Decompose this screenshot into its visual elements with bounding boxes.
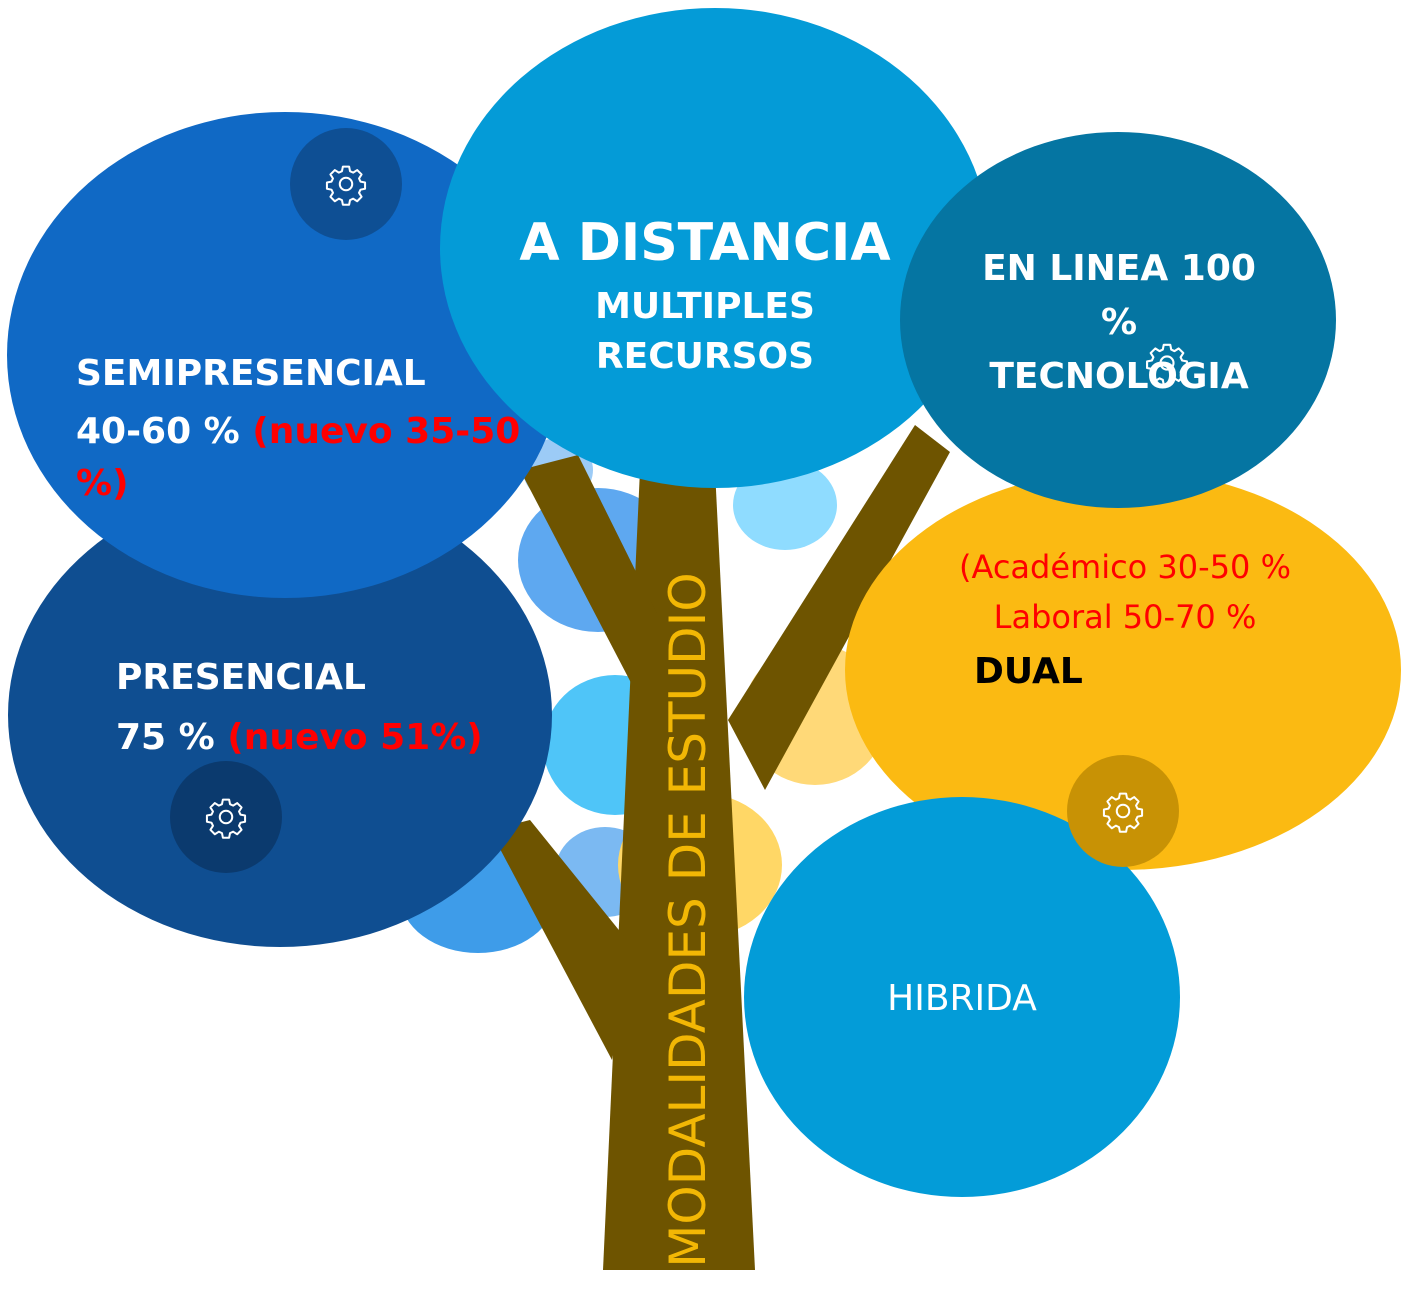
dual-note-laboral: Laboral 50-70 % <box>993 598 1257 636</box>
gear-badge-semipresencial <box>290 128 402 240</box>
bubble-hibrida <box>744 797 1180 1197</box>
bubble-presencial <box>8 483 552 947</box>
dual-title: DUAL <box>974 651 1083 692</box>
bubble-semipresencial <box>7 112 563 598</box>
gear-icon <box>1146 343 1188 386</box>
en-linea-line3: TECNOLOGIA <box>989 356 1249 397</box>
branch-upper-right <box>728 425 950 790</box>
en-linea-line1: EN LINEA 100 <box>982 248 1256 289</box>
hibrida-title: HIBRIDA <box>887 978 1037 1019</box>
distancia-line1: MULTIPLES <box>595 286 815 327</box>
distancia-title: A DISTANCIA <box>519 213 891 273</box>
gear-icon <box>205 798 247 839</box>
distancia-text: A DISTANCIA MULTIPLES RECURSOS <box>505 210 905 382</box>
branch-upper-left <box>520 455 660 700</box>
presencial-value: 75 % <box>116 717 215 758</box>
semipresencial-value-line: 40-60 % (nuevo 35-50 <box>76 403 520 461</box>
gear-icon <box>325 165 367 206</box>
bubble-distancia <box>440 8 990 488</box>
dual-note-academico: (Académico 30-50 % <box>959 548 1291 586</box>
bubble-en-linea <box>900 132 1336 508</box>
presencial-note: (nuevo 51%) <box>227 717 483 758</box>
semipresencial-note-end: %) <box>76 463 129 504</box>
gear-badge-dual <box>1067 755 1179 867</box>
presencial-title: PRESENCIAL <box>116 657 366 698</box>
semipresencial-value: 40-60 % <box>76 411 240 452</box>
gear-badge-presencial <box>170 761 282 873</box>
branch-lower-left <box>490 820 635 1060</box>
bubble-dual <box>845 470 1401 870</box>
trunk-label: MODALIDADES DE ESTUDIO <box>659 572 717 1268</box>
distancia-line2: RECURSOS <box>595 336 815 377</box>
en-linea-line2: % <box>1100 302 1138 343</box>
tree-trunk <box>490 425 950 1270</box>
semipresencial-title: SEMIPRESENCIAL <box>76 353 426 394</box>
gear-overlay-en-linea <box>1144 340 1190 386</box>
gear-icon <box>1102 792 1144 833</box>
semipresencial-text: SEMIPRESENCIAL 40-60 % (nuevo 35-50 %) <box>76 345 520 513</box>
dual-text: (Académico 30-50 % Laboral 50-70 % DUAL <box>930 542 1320 702</box>
presencial-text: PRESENCIAL 75 % (nuevo 51%) <box>116 648 483 768</box>
semipresencial-note: (nuevo 35-50 <box>252 411 521 452</box>
presencial-value-line: 75 % (nuevo 51%) <box>116 708 483 768</box>
en-linea-text: EN LINEA 100 % TECNOLOGIA <box>960 242 1278 404</box>
